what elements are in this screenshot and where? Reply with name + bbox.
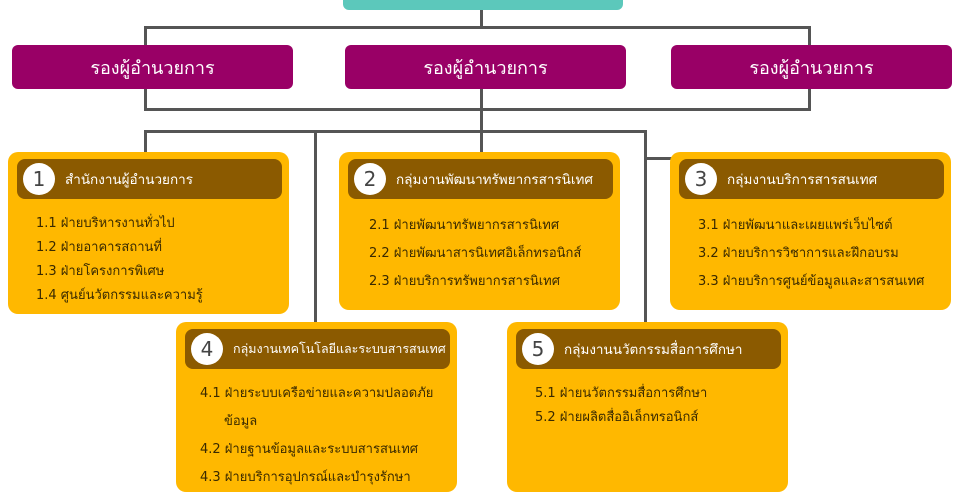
group-header-3: 3 กลุ่มงานบริการสารสนเทศ (679, 159, 944, 199)
list-item: 5.2 ฝ่ายผลิตสื่ออิเล็กทรอนิกส์ (535, 410, 699, 425)
group-number-2: 2 (354, 163, 386, 195)
group-title-3: กลุ่มงานบริการสารสนเทศ (727, 172, 878, 188)
group-number-4: 4 (191, 333, 223, 365)
group-header-4: 4 กลุ่มงานเทคโนโลยีและระบบสารสนเทศ (185, 329, 450, 369)
group-items-2: 2.1 ฝ่ายพัฒนาทรัพยากรสารนิเทศ 2.2 ฝ่ายพั… (369, 212, 581, 296)
list-item: 4.2 ฝ่ายฐานข้อมูลและระบบสารสนเทศ (200, 442, 419, 457)
connector-mid-horizontal (144, 108, 811, 111)
list-item: 4.3 ฝ่ายบริการอุปกรณ์และบำรุงรักษา (200, 470, 411, 485)
list-item: 2.1 ฝ่ายพัฒนาทรัพยากรสารนิเทศ (369, 218, 560, 233)
connector-top-vertical (480, 8, 483, 28)
deputy-label-1: รองผู้อำนวยการ (90, 57, 215, 79)
deputy-box-3: รองผู้อำนวยการ (671, 45, 952, 89)
connector-group5 (644, 157, 647, 324)
list-item: 2.3 ฝ่ายบริการทรัพยากรสารนิเทศ (369, 274, 560, 289)
list-item: ข้อมูล (224, 414, 258, 429)
group-items-3: 3.1 ฝ่ายพัฒนาและเผยแพร่เว็บไซต์ 3.2 ฝ่าย… (698, 212, 924, 296)
connector-deputy-right (808, 26, 811, 46)
group-number-1: 1 (23, 163, 55, 195)
connector-deputy-right-down (808, 88, 811, 110)
group-items-5: 5.1 ฝ่ายนวัตกรรมสื่อการศึกษา 5.2 ฝ่ายผลิ… (535, 382, 707, 430)
connector-group3 (644, 130, 647, 160)
list-item: 4.1 ฝ่ายระบบเครือข่ายและความปลอดภัย (200, 386, 434, 401)
group-number-5: 5 (522, 333, 554, 365)
connector-deputy-left (144, 26, 147, 46)
group-header-5: 5 กลุ่มงานนวัตกรรมสื่อการศึกษา (516, 329, 781, 369)
group-number-3: 3 (685, 163, 717, 195)
group-card-3: 3 กลุ่มงานบริการสารสนเทศ 3.1 ฝ่ายพัฒนาแล… (670, 152, 951, 310)
group-items-1: 1.1 ฝ่ายบริหารงานทั่วไป 1.2 ฝ่ายอาคารสถา… (36, 212, 203, 308)
group-card-4: 4 กลุ่มงานเทคโนโลยีและระบบสารสนเทศ 4.1 ฝ… (176, 322, 457, 492)
list-item: 2.2 ฝ่ายพัฒนาสารนิเทศอิเล็กทรอนิกส์ (369, 246, 582, 261)
group-title-4: กลุ่มงานเทคโนโลยีและระบบสารสนเทศ (233, 341, 446, 356)
connector-groups-horizontal (144, 130, 647, 133)
connector-center-down (480, 88, 483, 132)
list-item: 3.3 ฝ่ายบริการศูนย์ข้อมูลและสารสนเทศ (698, 274, 925, 289)
group-card-1: 1 สำนักงานผู้อำนวยการ 1.1 ฝ่ายบริหารงานท… (8, 152, 289, 314)
connector-deputy-horizontal (144, 26, 811, 29)
connector-group2 (480, 130, 483, 154)
deputy-box-1: รองผู้อำนวยการ (12, 45, 293, 89)
director-box (343, 0, 623, 10)
connector-group3-horizontal (644, 157, 674, 160)
deputy-box-2: รองผู้อำนวยการ (345, 45, 626, 89)
list-item: 3.1 ฝ่ายพัฒนาและเผยแพร่เว็บไซต์ (698, 218, 893, 233)
list-item: 3.2 ฝ่ายบริการวิชาการและฝึกอบรม (698, 246, 899, 261)
group-title-2: กลุ่มงานพัฒนาทรัพยากรสารนิเทศ (396, 172, 593, 188)
group-title-1: สำนักงานผู้อำนวยการ (65, 172, 193, 188)
list-item: 1.4 ศูนย์นวัตกรรมและความรู้ (36, 288, 203, 303)
deputy-label-2: รองผู้อำนวยการ (423, 57, 548, 79)
list-item: 1.1 ฝ่ายบริหารงานทั่วไป (36, 216, 175, 231)
list-item: 1.2 ฝ่ายอาคารสถานที่ (36, 240, 162, 255)
group-card-2: 2 กลุ่มงานพัฒนาทรัพยากรสารนิเทศ 2.1 ฝ่าย… (339, 152, 620, 310)
group-title-5: กลุ่มงานนวัตกรรมสื่อการศึกษา (564, 342, 743, 358)
list-item: 1.3 ฝ่ายโครงการพิเศษ (36, 264, 165, 279)
group-header-1: 1 สำนักงานผู้อำนวยการ (17, 159, 282, 199)
connector-group4 (314, 130, 317, 324)
group-card-5: 5 กลุ่มงานนวัตกรรมสื่อการศึกษา 5.1 ฝ่ายน… (507, 322, 788, 492)
connector-group1 (144, 130, 147, 154)
list-item: 5.1 ฝ่ายนวัตกรรมสื่อการศึกษา (535, 386, 708, 401)
group-header-2: 2 กลุ่มงานพัฒนาทรัพยากรสารนิเทศ (348, 159, 613, 199)
connector-deputy-left-down (144, 88, 147, 110)
group-items-4: 4.1 ฝ่ายระบบเครือข่ายและความปลอดภัย ข้อม… (200, 380, 433, 492)
deputy-label-3: รองผู้อำนวยการ (749, 57, 874, 79)
